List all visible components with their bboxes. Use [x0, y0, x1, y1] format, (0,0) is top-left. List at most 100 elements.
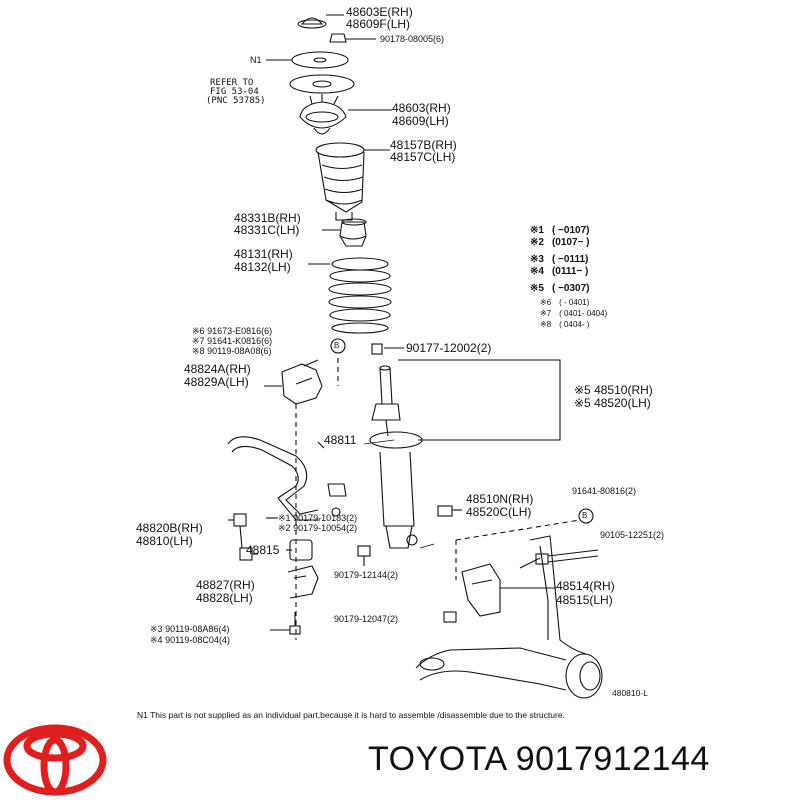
option-range: ( 0401- 0404)	[559, 309, 608, 318]
option-range: (0111− )	[551, 266, 589, 277]
option-mark: ※6	[540, 298, 552, 307]
label-48520C: 48520C(LH)	[466, 505, 532, 519]
shock-absorber-icon	[369, 365, 423, 549]
label-48603E: 48603E(RH)	[346, 5, 413, 19]
brand-part-number: TOYOTA 9017912144	[368, 740, 710, 778]
label-91641-80816: 91641-80816(2)	[572, 486, 637, 496]
option-row: ※5 ( −0307)	[530, 283, 589, 294]
label-48815: 48815	[246, 543, 280, 557]
label-90179-12144: 90179-12144(2)	[334, 570, 399, 580]
mark-6: ※6	[192, 326, 205, 336]
option-range: ( 0404- )	[559, 320, 590, 329]
part-91641K: 91641-K0816(6)	[207, 336, 273, 346]
label-48510: ※5 48510(RH)	[574, 384, 653, 397]
plate-n1-icon	[291, 51, 349, 69]
label-48827: 48827(RH)	[196, 578, 255, 592]
label-90119-08C04: ※4 90119-08C04(4)	[150, 635, 230, 646]
mark-5: ※5	[574, 396, 591, 410]
part-90119-08A08: 90119-08A08(6)	[207, 346, 272, 356]
option-range: ( - 0401)	[559, 298, 590, 307]
label-48603: 48603(RH)	[392, 101, 451, 115]
part-48520: 48520(LH)	[594, 396, 651, 410]
option-mark: ※5	[530, 283, 544, 294]
label-90179-12047: 90179-12047(2)	[334, 614, 399, 624]
refer-line-2: FIG 53-04	[210, 87, 259, 97]
option-row: ※3 ( −0111)	[530, 254, 588, 265]
label-90179-10054: ※2 90179-10054(2)	[278, 523, 357, 534]
diagram-code: 480810-L	[612, 688, 648, 698]
lock-nut-icon	[371, 343, 383, 355]
label-48131: 48131(RH)	[234, 247, 293, 261]
callout-b-icon	[578, 508, 594, 524]
label-48510N: 48510N(RH)	[466, 492, 534, 506]
strut-mount-icon	[299, 94, 347, 135]
bolt-icon	[535, 549, 599, 565]
label-48520: ※5 48520(LH)	[574, 397, 651, 410]
refer-line-3: (PNC 53785)	[206, 96, 266, 106]
label-n1: N1	[250, 55, 262, 65]
label-48515: 48515(LH)	[556, 593, 613, 607]
part-48510: 48510(RH)	[594, 383, 653, 397]
part-90119-08C04: 90119-08C04(4)	[165, 635, 230, 645]
label-48132: 48132(LH)	[234, 260, 291, 274]
refer-line-1: REFER TO	[210, 78, 254, 88]
stabilizer-bar-icon	[227, 436, 320, 521]
label-90178: 90178-08005(6)	[380, 34, 445, 44]
label-48157B: 48157B(RH)	[390, 138, 457, 152]
option-row: ※7 ( 0401- 0404)	[540, 308, 607, 319]
bushing-icon	[437, 505, 453, 517]
part-91673: 91673-E0816(6)	[207, 326, 273, 336]
label-48331C: 48331C(LH)	[234, 223, 300, 237]
option-range: ( −0107)	[551, 225, 590, 236]
mark-8: ※8	[192, 346, 205, 356]
stabilizer-clamp-icon	[287, 565, 319, 599]
label-48331B: 48331B(RH)	[234, 211, 301, 225]
label-91641K: ※7 91641-K0816(6)	[192, 336, 272, 347]
option-mark: ※3	[530, 254, 544, 265]
label-90179-10183: ※1 90179-10183(2)	[278, 513, 357, 524]
nut-icon	[357, 545, 371, 557]
label-90119-08A86: ※3 90119-08A86(4)	[150, 624, 229, 635]
option-row: ※6 ( - 0401)	[540, 297, 589, 308]
callout-b-label: B	[334, 341, 340, 350]
option-mark: ※2	[530, 237, 544, 248]
option-row: ※2 (0107− )	[530, 237, 589, 248]
option-row: ※1 ( −0107)	[530, 225, 589, 236]
label-48811: 48811	[324, 433, 357, 447]
option-row: ※4 (0111− )	[530, 266, 588, 277]
option-range: (0107− )	[551, 237, 590, 248]
part-90179-10183: 90179-10183(2)	[293, 513, 358, 523]
stabilizer-bracket-icon	[281, 363, 323, 405]
label-48828: 48828(LH)	[196, 591, 253, 605]
footnote: N1 This part is not supplied as an indiv…	[137, 710, 565, 720]
mark-3: ※3	[150, 624, 163, 634]
callout-b-label-2: B	[582, 511, 588, 520]
plate-icon	[289, 74, 355, 94]
option-mark: ※8	[540, 320, 552, 329]
upper-cap-icon	[297, 17, 327, 29]
option-row: ※8 ( 0404- )	[540, 319, 589, 330]
nut-icon	[329, 33, 347, 43]
label-48514: 48514(RH)	[556, 579, 615, 593]
label-48157C: 48157C(LH)	[390, 150, 456, 164]
coil-spring-icon	[328, 257, 392, 334]
mark-7: ※7	[192, 336, 205, 346]
label-48824A: 48824A(RH)	[184, 362, 251, 376]
option-mark: ※4	[530, 266, 544, 277]
mark-2: ※2	[278, 523, 291, 533]
label-48609: 48609(LH)	[392, 114, 449, 128]
option-mark: ※1	[530, 225, 544, 236]
stabilizer-bushing-icon	[289, 539, 313, 561]
label-48829A: 48829A(LH)	[184, 375, 249, 389]
mark-4: ※4	[150, 635, 163, 645]
label-91673: ※6 91673-E0816(6)	[192, 326, 272, 337]
label-48820B: 48820B(RH)	[136, 521, 203, 535]
toyota-logo-icon	[3, 724, 107, 796]
option-range: ( −0111)	[551, 254, 589, 265]
option-range: ( −0307)	[551, 283, 590, 294]
mark-5: ※5	[574, 383, 591, 397]
label-90177: 90177-12002(2)	[406, 341, 492, 355]
part-90119-08A86: 90119-08A86(4)	[165, 624, 230, 634]
option-mark: ※7	[540, 309, 552, 318]
